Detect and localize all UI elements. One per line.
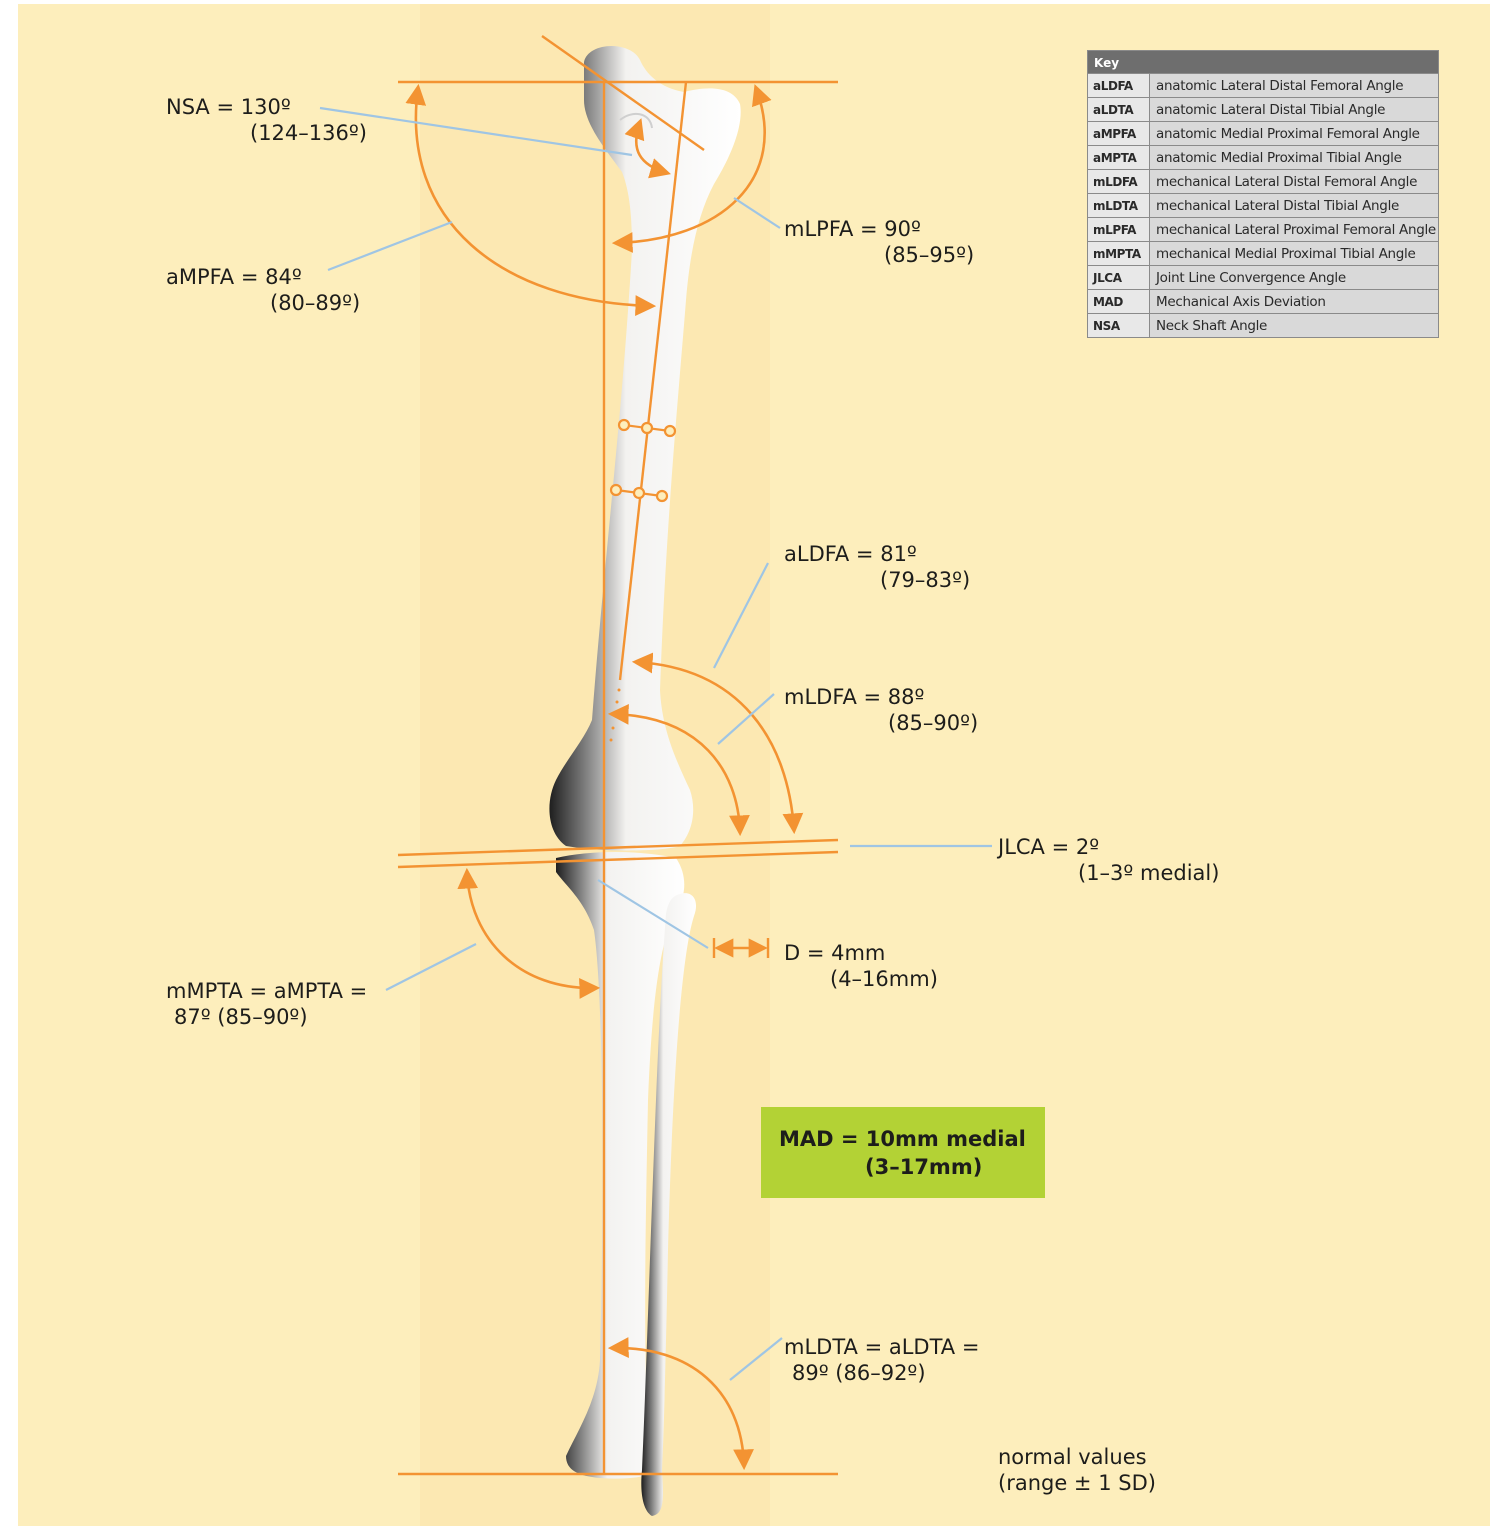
jlca-value: JLCA = 2º bbox=[998, 835, 1099, 859]
key-abbreviation: mLDTA bbox=[1088, 194, 1150, 218]
key-abbreviation: mMPTA bbox=[1088, 242, 1150, 266]
normal-values-line1: normal values bbox=[998, 1445, 1147, 1469]
key-definition: anatomic Medial Proximal Tibial Angle bbox=[1150, 146, 1439, 170]
jlca-range: (1–3º medial) bbox=[1078, 860, 1219, 886]
ampfa-label: aMPFA = 84º (80–89º) bbox=[166, 264, 360, 316]
mldta-range: 89º (86–92º) bbox=[792, 1360, 979, 1386]
key-definition: anatomic Lateral Distal Femoral Angle bbox=[1150, 74, 1439, 98]
nsa-label: NSA = 130º (124–136º) bbox=[166, 94, 367, 146]
ampfa-value: aMPFA = 84º bbox=[166, 265, 302, 289]
d-range: (4–16mm) bbox=[830, 966, 938, 992]
key-definition: mechanical Medial Proximal Tibial Angle bbox=[1150, 242, 1439, 266]
mad-box: MAD = 10mm medial (3–17mm) bbox=[761, 1107, 1045, 1198]
nsa-range: (124–136º) bbox=[250, 120, 367, 146]
mldta-label: mLDTA = aLDTA = 89º (86–92º) bbox=[784, 1334, 979, 1386]
d-value: D = 4mm bbox=[784, 941, 885, 965]
normal-values-note: normal values (range ± 1 SD) bbox=[998, 1444, 1156, 1496]
key-definition: mechanical Lateral Proximal Femoral Angl… bbox=[1150, 218, 1439, 242]
mlpfa-range: (85–95º) bbox=[884, 242, 974, 268]
mad-range: (3–17mm) bbox=[865, 1153, 982, 1181]
key-abbreviation: MAD bbox=[1088, 290, 1150, 314]
mmpta-label: mMPTA = aMPTA = 87º (85–90º) bbox=[166, 978, 367, 1030]
mmpta-value: mMPTA = aMPTA = bbox=[166, 979, 367, 1003]
jlca-label: JLCA = 2º (1–3º medial) bbox=[998, 834, 1219, 886]
mldta-value: mLDTA = aLDTA = bbox=[784, 1335, 979, 1359]
key-abbreviation: aMPTA bbox=[1088, 146, 1150, 170]
key-title: Key bbox=[1088, 51, 1438, 73]
mldfa-value: mLDFA = 88º bbox=[784, 685, 924, 709]
key-abbreviation: aLDTA bbox=[1088, 98, 1150, 122]
key-definition: mechanical Lateral Distal Femoral Angle bbox=[1150, 170, 1439, 194]
mldfa-label: mLDFA = 88º (85–90º) bbox=[784, 684, 978, 736]
key-abbreviation: mLPFA bbox=[1088, 218, 1150, 242]
mmpta-range: 87º (85–90º) bbox=[174, 1004, 367, 1030]
key-definition: anatomic Lateral Distal Tibial Angle bbox=[1150, 98, 1439, 122]
mldfa-range: (85–90º) bbox=[888, 710, 978, 736]
d-label: D = 4mm (4–16mm) bbox=[784, 940, 938, 992]
key-definition: mechanical Lateral Distal Tibial Angle bbox=[1150, 194, 1439, 218]
key-abbreviation: aMPFA bbox=[1088, 122, 1150, 146]
mlpfa-label: mLPFA = 90º (85–95º) bbox=[784, 216, 974, 268]
aldfa-label: aLDFA = 81º (79–83º) bbox=[784, 541, 970, 593]
aldfa-value: aLDFA = 81º bbox=[784, 542, 917, 566]
key-definition: Neck Shaft Angle bbox=[1150, 314, 1439, 338]
nsa-value: NSA = 130º bbox=[166, 95, 291, 119]
aldfa-range: (79–83º) bbox=[880, 567, 970, 593]
key-abbreviation: mLDFA bbox=[1088, 170, 1150, 194]
key-definition: Mechanical Axis Deviation bbox=[1150, 290, 1439, 314]
key-abbreviation: aLDFA bbox=[1088, 74, 1150, 98]
mlpfa-value: mLPFA = 90º bbox=[784, 217, 921, 241]
key-definition: Joint Line Convergence Angle bbox=[1150, 266, 1439, 290]
key-definition: anatomic Medial Proximal Femoral Angle bbox=[1150, 122, 1439, 146]
normal-values-line2: (range ± 1 SD) bbox=[998, 1470, 1156, 1496]
mad-value: MAD = 10mm medial bbox=[779, 1125, 1026, 1153]
key-abbreviation: NSA bbox=[1088, 314, 1150, 338]
key-abbreviation: JLCA bbox=[1088, 266, 1150, 290]
ampfa-range: (80–89º) bbox=[270, 290, 360, 316]
